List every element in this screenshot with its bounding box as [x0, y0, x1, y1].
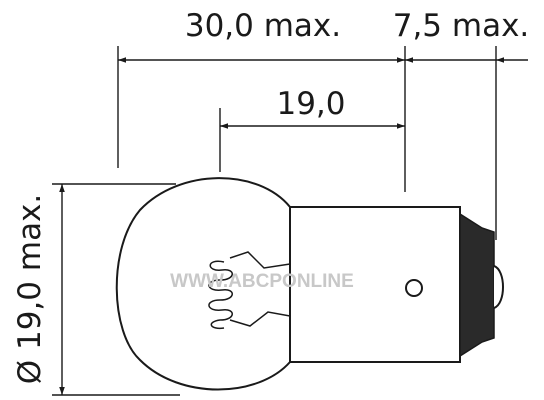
filament-coil-icon	[208, 260, 233, 330]
glass-envelope	[115, 177, 291, 391]
base-extension-label: 7,5 max.	[393, 8, 530, 44]
bayonet-pin	[405, 279, 423, 297]
lead-wire-top	[229, 251, 291, 269]
base-contact	[493, 265, 504, 309]
filament-assembly	[208, 251, 291, 330]
filament-position-label: 19,0	[276, 86, 345, 122]
overall-length-label: 30,0 max.	[185, 8, 341, 44]
lead-wire-bottom	[229, 311, 291, 327]
dimension-lines	[59, 57, 528, 395]
watermark-text: WWW.ABCPONLINE	[170, 271, 354, 292]
diameter-label: Ø 19,0 max.	[12, 194, 48, 385]
extension-lines	[52, 46, 497, 396]
base-end-cap	[459, 212, 495, 358]
bulb	[115, 177, 461, 391]
